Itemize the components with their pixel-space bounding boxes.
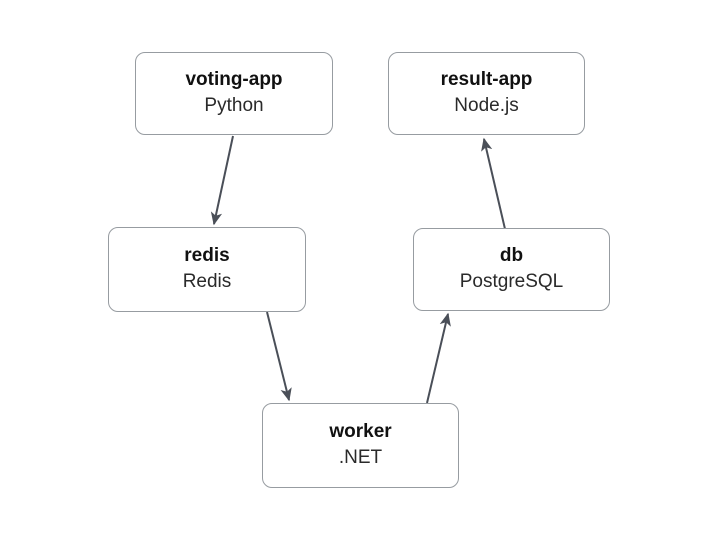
node-subtitle-db: PostgreSQL (459, 271, 564, 292)
node-title-worker: worker (329, 421, 392, 443)
node-title-redis: redis (184, 245, 230, 267)
node-subtitle-result-app: Node.js (454, 95, 519, 116)
edge-redis-to-worker (266, 311, 292, 402)
node-title-voting-app: voting-app (185, 69, 283, 91)
node-subtitle-worker: .NET (338, 447, 383, 468)
node-title-result-app: result-app (440, 69, 533, 91)
node-worker: worker .NET (262, 403, 459, 488)
edge-db-to-result-app (481, 137, 506, 230)
node-title-db: db (499, 245, 524, 267)
node-subtitle-redis: Redis (182, 271, 232, 292)
node-subtitle-voting-app: Python (204, 95, 264, 116)
edge-worker-to-db (426, 312, 451, 404)
edge-voting-app-to-redis (210, 135, 234, 226)
